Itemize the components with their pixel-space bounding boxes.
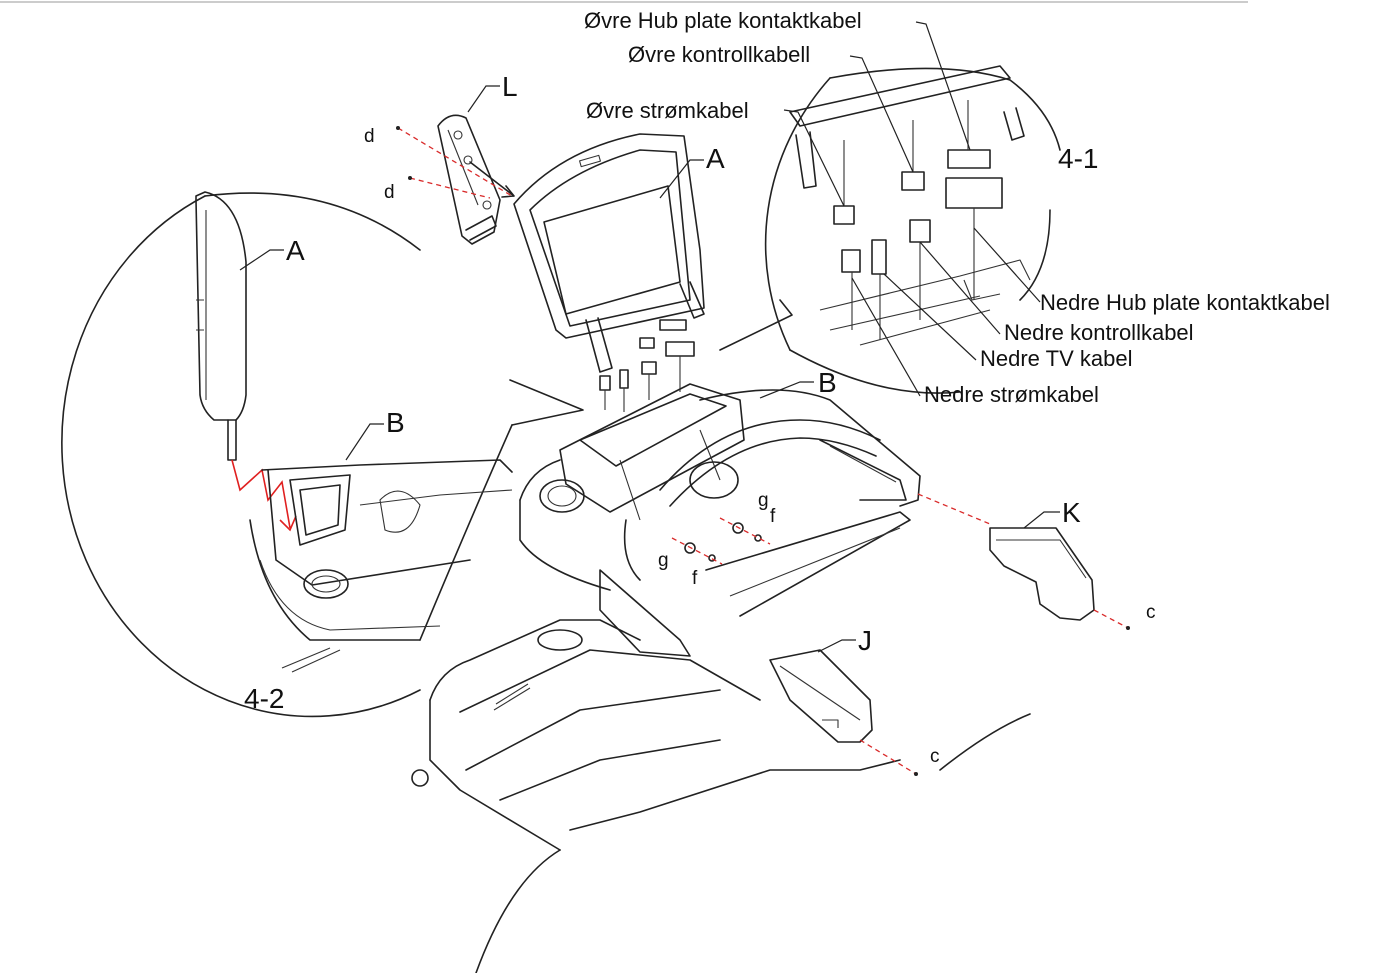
label-bolt-f-upper: f (770, 506, 776, 527)
screw-c-bottom-dot (914, 772, 918, 776)
label-washer-g-upper: g (758, 490, 769, 511)
label-detail-4-2: 4-2 (244, 683, 284, 714)
mast-b-drawing (411, 383, 1031, 973)
screw-d-upper-dot (396, 126, 400, 130)
label-washer-g-lower: g (658, 550, 669, 571)
fasteners-g-f (671, 517, 771, 565)
label-screw-d-upper: d (364, 126, 375, 147)
label-bolt-f-lower: f (692, 568, 698, 589)
label-upper-hub-plate-cable: Øvre Hub plate kontaktkabel (584, 8, 862, 33)
label-screw-c-right: c (1146, 602, 1156, 623)
bracket-l-drawing (437, 114, 501, 245)
guide-line-d-upper (397, 127, 513, 197)
label-screw-c-bottom: c (930, 746, 940, 767)
bracket-arrow (469, 161, 515, 198)
label-detail-4-1: 4-1 (1058, 143, 1098, 174)
label-bracket-l: L (502, 71, 518, 102)
label-console-a: A (706, 143, 725, 174)
detail-4-1-view (719, 65, 1061, 394)
label-lower-power-cable: Nedre strømkabel (924, 382, 1099, 407)
label-upper-control-cable: Øvre kontrollkabell (628, 42, 810, 67)
label-lower-control-cable: Nedre kontrollkabel (1004, 320, 1194, 345)
cover-k-drawing (989, 527, 1095, 621)
screw-d-lower-dot (408, 176, 412, 180)
label-cover-j: J (858, 625, 872, 656)
guide-line-d-lower (409, 177, 491, 199)
label-screw-d-lower: d (384, 182, 395, 203)
label-mast-b-detail: B (386, 407, 405, 438)
label-cover-k: K (1062, 497, 1081, 528)
guide-line-k (917, 493, 991, 525)
detail-4-2-view (61, 191, 584, 718)
guide-line-c-bottom (859, 739, 917, 775)
label-console-a-detail: A (286, 235, 305, 266)
label-lower-hub-plate-cable: Nedre Hub plate kontaktkabel (1040, 290, 1330, 315)
screw-c-right-dot (1126, 626, 1130, 630)
guide-line-c-right (1093, 609, 1129, 629)
console-a-drawing (513, 133, 705, 412)
label-mast-b: B (818, 367, 837, 398)
cover-j-drawing (769, 649, 873, 743)
leader-lines (239, 21, 1060, 653)
label-upper-power-cable: Øvre strømkabel (586, 98, 749, 123)
label-lower-tv-cable: Nedre TV kabel (980, 346, 1132, 371)
